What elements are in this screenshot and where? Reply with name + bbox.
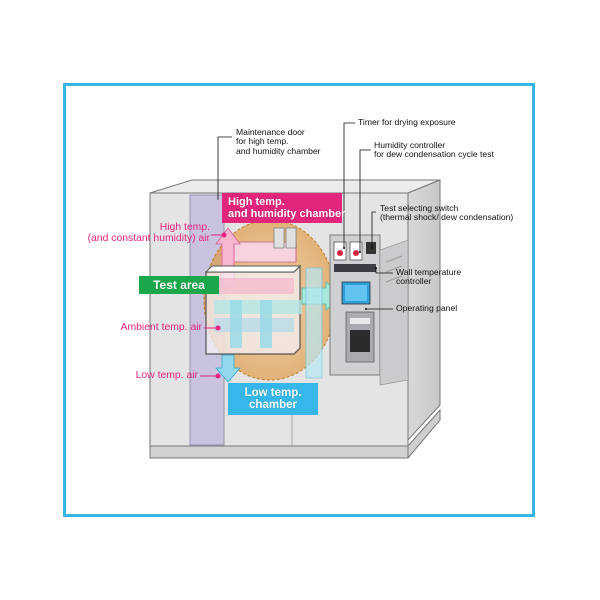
tag-high-temp-chamber: High temp. and humidity chamber	[222, 193, 345, 223]
label-timer: Timer for drying exposure	[358, 117, 456, 127]
cold-air-arrow	[215, 354, 241, 383]
label-ambient-air: Ambient temp. air	[120, 322, 202, 333]
label-operating-panel: Operating panel	[396, 303, 458, 313]
cabinet-top	[149, 179, 441, 194]
tag-test-area: Test area	[139, 276, 219, 294]
label-humidity-controller: Humidity controller for dew condensation…	[374, 140, 494, 160]
label-maintenance-door: Maintenance door for high temp. and humi…	[236, 127, 321, 156]
label-high-temp-air: High temp. (and constant humidity) air	[87, 222, 210, 244]
pink-pointers	[200, 232, 227, 379]
tag-low-temp-chamber: Low temp. chamber	[228, 383, 318, 415]
label-low-temp-air: Low temp. air	[135, 370, 198, 381]
leader-lines	[217, 122, 393, 311]
label-wall-temp: Wall temperature controller	[396, 267, 462, 287]
label-test-switch: Test selecting switch (thermal shock/ de…	[380, 203, 514, 223]
